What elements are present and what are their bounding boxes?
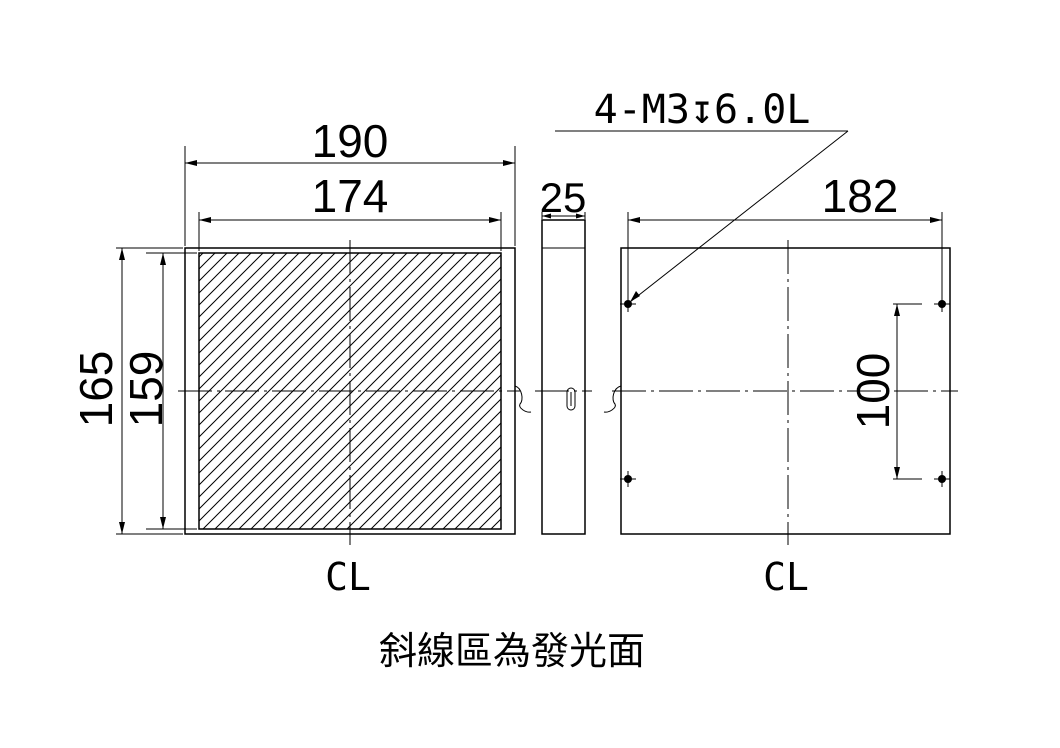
mounting-holes xyxy=(620,296,950,487)
front-view: 190 174 165 159 CL xyxy=(70,115,532,599)
mounting-hole xyxy=(934,471,950,487)
dimension-25-label: 25 xyxy=(540,174,587,221)
dimension-hole-spacing-y: 100 xyxy=(847,303,922,480)
hole-callout: 4-M3↧6.0L xyxy=(555,87,849,303)
caption: 斜線區為發光面 xyxy=(379,629,645,673)
dimension-width-outer: 190 xyxy=(184,115,516,246)
back-view: 4-M3↧6.0L 182 100 CL xyxy=(555,87,958,599)
dimension-height-inner: 159 xyxy=(120,252,197,530)
dimension-thickness: 25 xyxy=(540,174,587,221)
dimension-159-label: 159 xyxy=(120,351,172,428)
dimension-hole-spacing-x: 182 xyxy=(627,170,943,300)
dimension-165-label: 165 xyxy=(70,351,122,428)
dimension-182-label: 182 xyxy=(822,170,899,222)
front-center-line-label: CL xyxy=(325,555,371,599)
cable-outlet-left xyxy=(514,385,532,413)
dimension-174-label: 174 xyxy=(312,170,389,222)
dimension-width-inner: 174 xyxy=(198,170,502,251)
side-profile xyxy=(541,219,586,535)
hole-callout-label: 4-M3↧6.0L xyxy=(594,87,811,133)
back-center-line-label: CL xyxy=(763,555,809,599)
dimension-height-outer: 165 xyxy=(70,247,183,535)
cable-outlet-right xyxy=(603,385,622,413)
mounting-hole xyxy=(620,471,636,487)
dimension-190-label: 190 xyxy=(312,115,389,167)
side-view: 25 xyxy=(535,174,592,535)
side-cable-slot xyxy=(566,387,576,411)
dimension-100-label: 100 xyxy=(847,353,899,430)
